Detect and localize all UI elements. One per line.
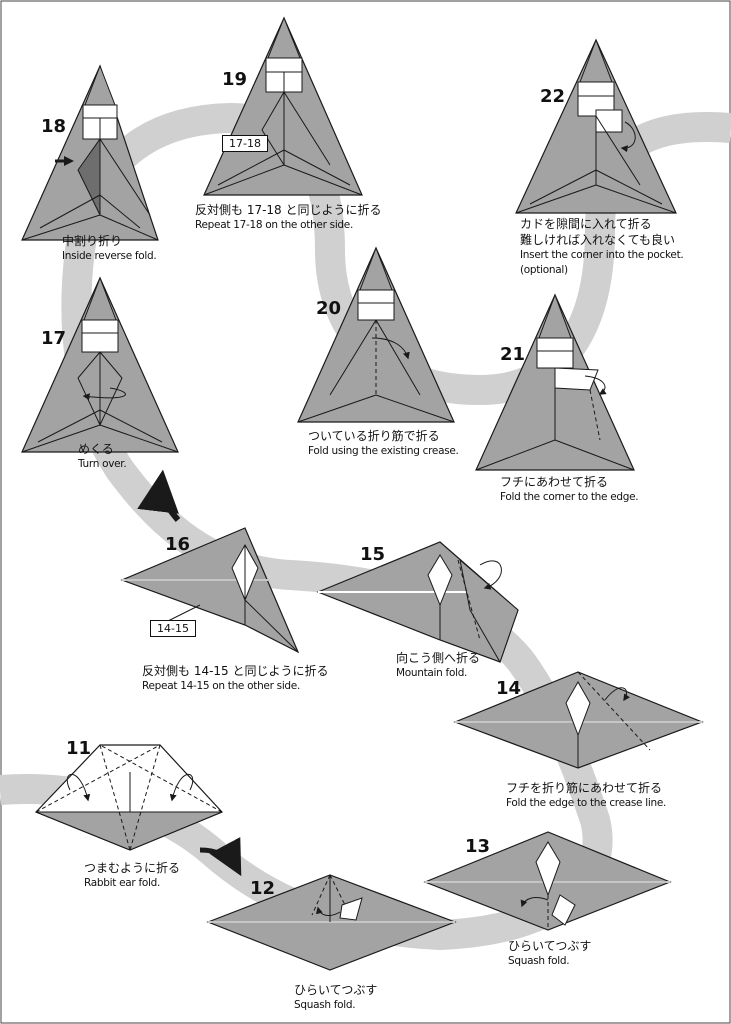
step-11-figure bbox=[34, 744, 224, 851]
step-13-caption-ja: ひらいてつぶす bbox=[508, 939, 592, 953]
step-12-caption: ひらいてつぶす Squash fold. bbox=[294, 982, 377, 1012]
step-13-figure bbox=[423, 831, 672, 931]
step-17-figure bbox=[21, 276, 179, 453]
step-20-caption-en: Fold using the existing crease. bbox=[308, 445, 459, 458]
step-16-number: 16 bbox=[165, 534, 191, 555]
step-20-number: 20 bbox=[316, 298, 342, 319]
step-19-caption-ja: 反対側も 17-18 と同じように折る bbox=[195, 203, 382, 217]
step-21-caption: フチにあわせて折る Fold the corner to the edge. bbox=[500, 474, 639, 504]
step-22-caption-en2: (optional) bbox=[520, 263, 568, 276]
step-15-figure bbox=[316, 541, 519, 664]
step-12-caption-en: Squash fold. bbox=[294, 999, 356, 1012]
step-11-caption-ja: つまむように折る bbox=[84, 861, 181, 875]
step-18-figure bbox=[21, 64, 159, 241]
step-11-caption-en: Rabbit ear fold. bbox=[84, 877, 160, 890]
step-14-caption: フチを折り筋にあわせて折る Fold the edge to the creas… bbox=[506, 780, 666, 810]
step-17-caption: めくる Turn over. bbox=[78, 441, 127, 471]
step-21-caption-ja: フチにあわせて折る bbox=[500, 475, 609, 489]
step-15-caption: 向こう側へ折る Mountain fold. bbox=[396, 650, 480, 680]
step-12-caption-ja: ひらいてつぶす bbox=[294, 983, 378, 997]
step-18-caption-en: Inside reverse fold. bbox=[62, 250, 157, 263]
step-19-ref-box: 17-18 bbox=[222, 135, 268, 152]
step-12-figure bbox=[206, 874, 457, 971]
step-14-caption-en: Fold the edge to the crease line. bbox=[506, 797, 667, 810]
step-18-caption: 中割り折り Inside reverse fold. bbox=[62, 233, 157, 263]
step-11-number: 11 bbox=[66, 738, 92, 759]
step-14-caption-ja: フチを折り筋にあわせて折る bbox=[506, 781, 663, 795]
step-16-caption-en: Repeat 14-15 on the other side. bbox=[142, 680, 300, 693]
step-17-caption-ja: めくる bbox=[78, 442, 114, 456]
step-17-caption-en: Turn over. bbox=[78, 458, 127, 471]
step-22-number: 22 bbox=[540, 86, 566, 107]
step-13-caption-en: Squash fold. bbox=[508, 955, 570, 968]
step-21-number: 21 bbox=[500, 344, 526, 365]
step-14-number: 14 bbox=[496, 678, 522, 699]
step-20-caption: ついている折り筋で折る Fold using the existing crea… bbox=[308, 428, 459, 458]
step-flow-path bbox=[0, 102, 731, 951]
step-22-caption-en1: Insert the corner into the pocket. bbox=[520, 249, 684, 262]
step-19-number: 19 bbox=[222, 69, 248, 90]
step-16-caption-ja: 反対側も 14-15 と同じように折る bbox=[142, 664, 329, 678]
step-18-caption-ja: 中割り折り bbox=[62, 234, 123, 248]
step-21-figure bbox=[475, 293, 635, 471]
step-19-caption: 反対側も 17-18 と同じように折る Repeat 17-18 on the … bbox=[195, 202, 382, 232]
step-20-figure bbox=[297, 246, 455, 423]
step-15-number: 15 bbox=[360, 544, 386, 565]
step-20-caption-ja: ついている折り筋で折る bbox=[308, 429, 440, 443]
step-16-caption: 反対側も 14-15 と同じように折る Repeat 14-15 on the … bbox=[142, 663, 329, 693]
step-11-caption: つまむように折る Rabbit ear fold. bbox=[84, 860, 180, 890]
step-18-number: 18 bbox=[41, 116, 67, 137]
step-13-caption: ひらいてつぶす Squash fold. bbox=[508, 938, 591, 968]
step-15-caption-en: Mountain fold. bbox=[396, 667, 468, 680]
step-13-number: 13 bbox=[465, 836, 491, 857]
step-22-figure bbox=[515, 38, 677, 214]
step-15-caption-ja: 向こう側へ折る bbox=[396, 651, 481, 665]
step-19-caption-en: Repeat 17-18 on the other side. bbox=[195, 219, 353, 232]
step-22-caption-ja1: カドを隙間に入れて折る bbox=[520, 217, 652, 231]
step-22-caption-ja2: 難しければ入れなくても良い bbox=[520, 233, 676, 248]
step-22-caption: カドを隙間に入れて折る 難しければ入れなくても良い Insert the cor… bbox=[520, 216, 684, 277]
arrow-11-12 bbox=[199, 837, 242, 877]
step-16-ref-box: 14-15 bbox=[150, 620, 196, 637]
step-12-number: 12 bbox=[250, 878, 276, 899]
turn-arrow-16-17 bbox=[137, 469, 181, 522]
step-21-caption-en: Fold the corner to the edge. bbox=[500, 491, 639, 504]
step-16-figure bbox=[120, 527, 300, 654]
step-17-number: 17 bbox=[41, 328, 67, 349]
step-14-figure bbox=[453, 671, 704, 769]
